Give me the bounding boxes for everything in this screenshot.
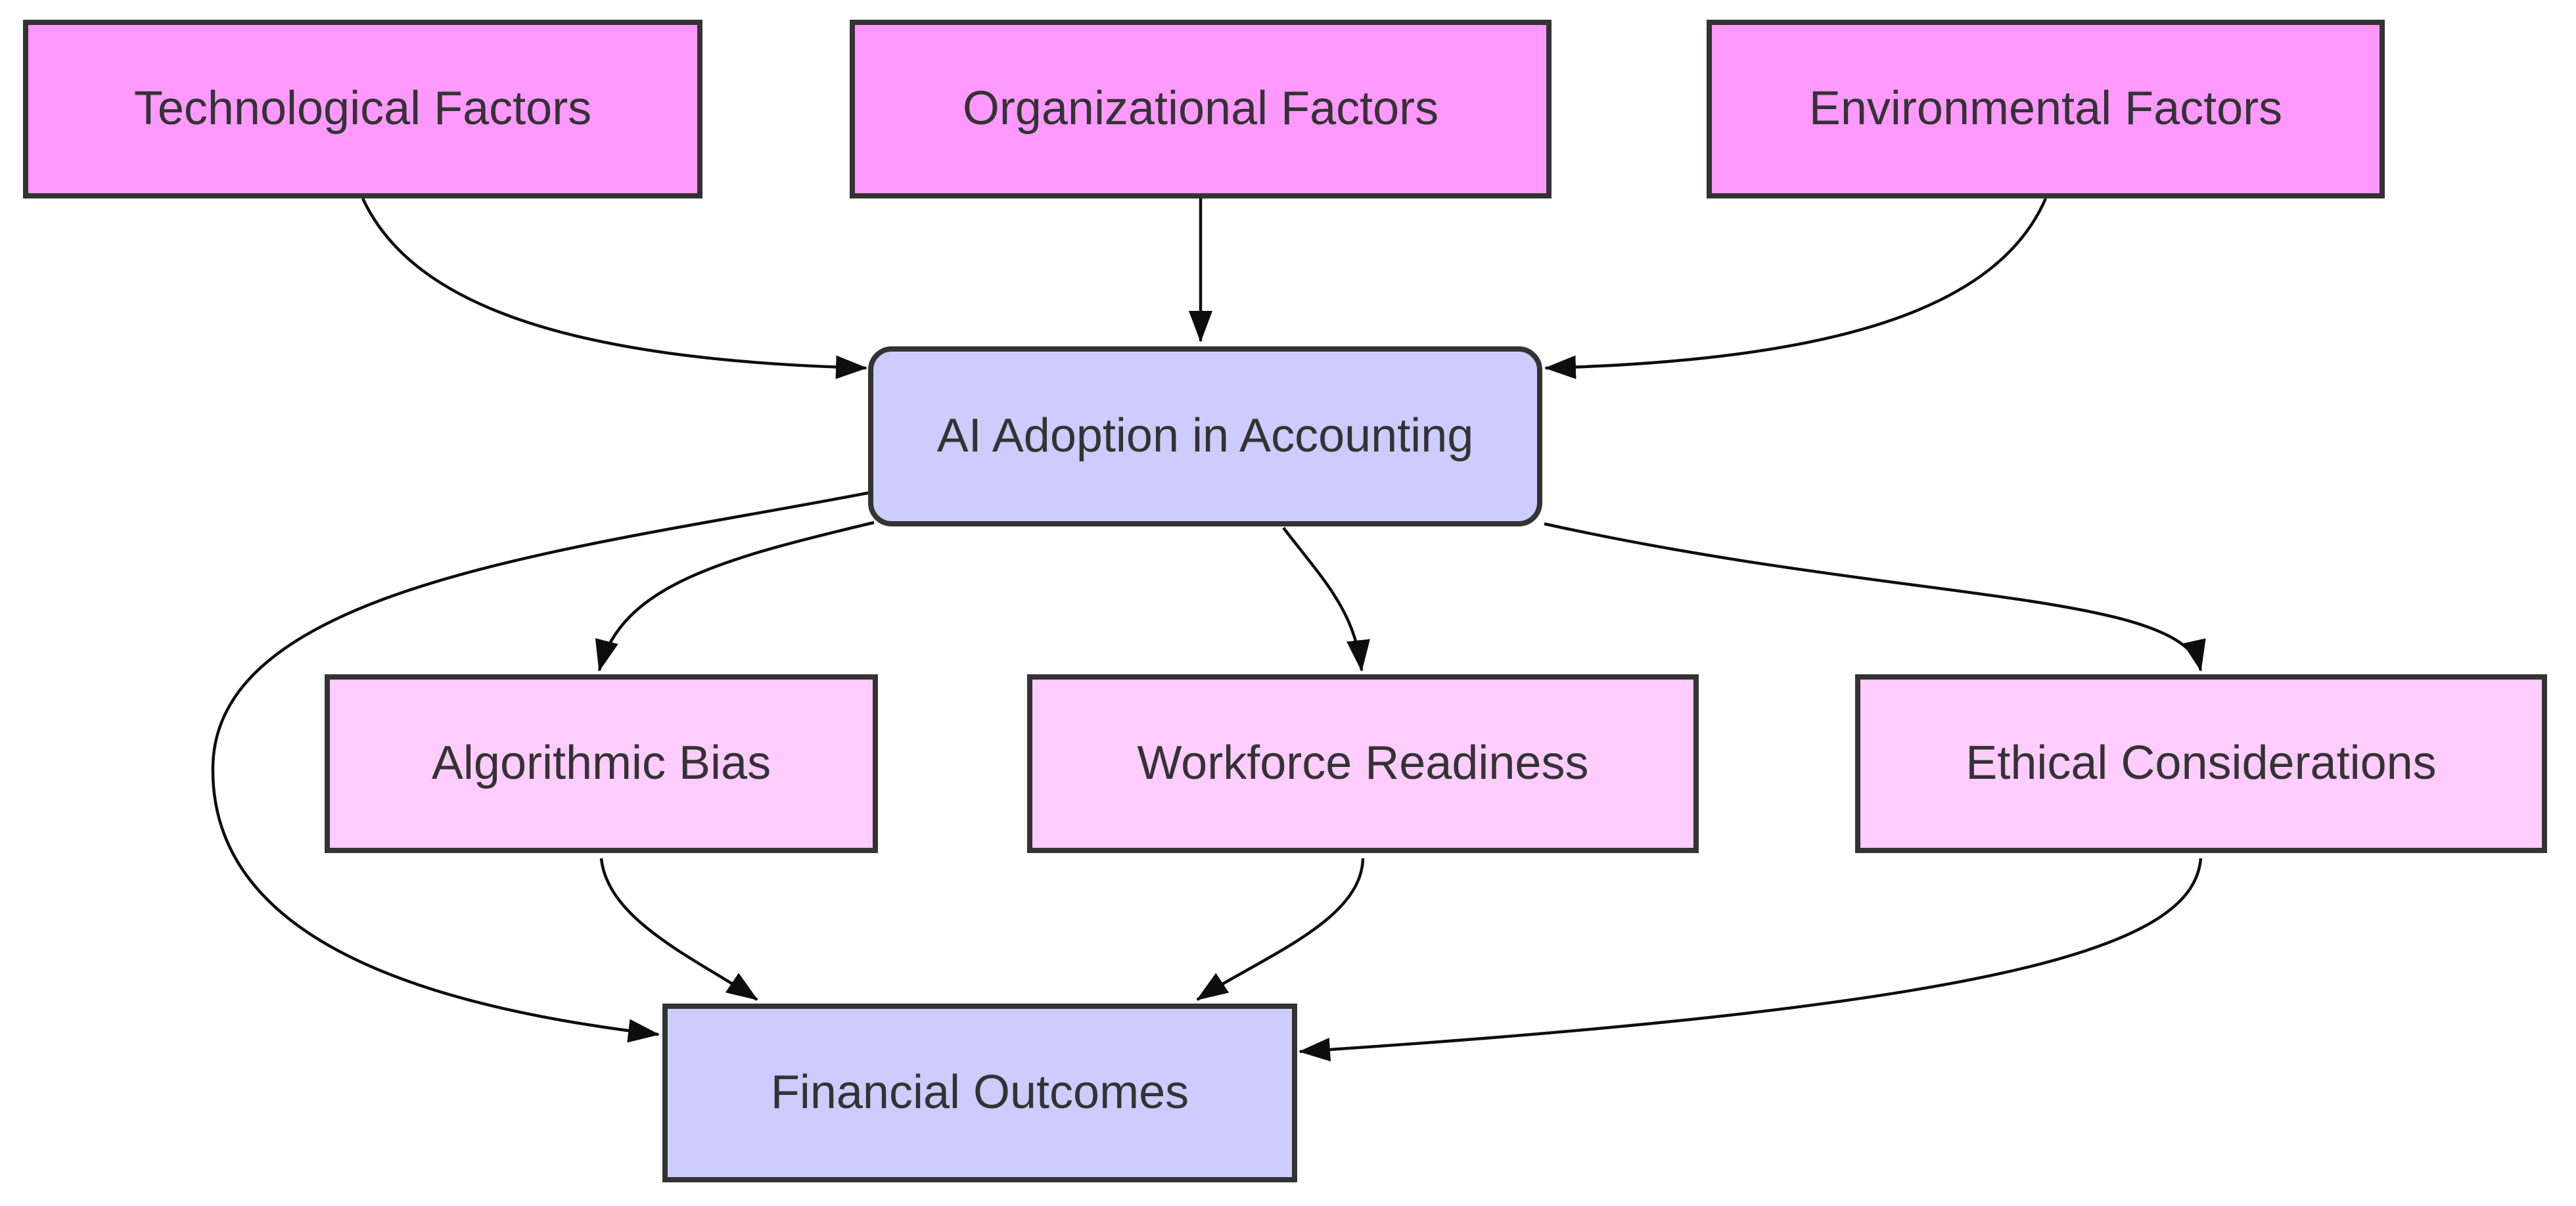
node-environmental-factors: Environmental Factors xyxy=(1707,20,2385,198)
node-label: Environmental Factors xyxy=(1808,82,2283,135)
edge-tech-ai xyxy=(361,198,867,379)
node-label: Workforce Readiness xyxy=(1137,737,1589,790)
node-ethical-considerations: Ethical Considerations xyxy=(1855,674,2547,853)
edge-ai-ethical xyxy=(1544,522,2206,672)
node-label: Algorithmic Bias xyxy=(431,737,771,790)
edge-ai-financial xyxy=(211,491,869,1043)
node-label: Ethical Considerations xyxy=(1966,737,2437,790)
node-financial-outcomes: Financial Outcomes xyxy=(662,1004,1297,1182)
edge-ai-workforce xyxy=(1282,526,1370,672)
node-label: Financial Outcomes xyxy=(770,1066,1189,1119)
node-label: Technological Factors xyxy=(133,82,592,135)
node-label: AI Adoption in Accounting xyxy=(936,409,1474,463)
edge-group xyxy=(211,198,2206,1061)
edge-bias-financial xyxy=(599,858,758,1001)
node-technological-factors: Technological Factors xyxy=(23,20,702,198)
edge-env-ai xyxy=(1544,198,2048,379)
edge-workforce-financial xyxy=(1196,858,1365,1001)
edge-ai-bias xyxy=(595,521,875,672)
node-algorithmic-bias: Algorithmic Bias xyxy=(325,674,878,853)
node-organizational-factors: Organizational Factors xyxy=(850,20,1552,198)
node-label: Organizational Factors xyxy=(962,82,1439,135)
edge-ethical-financial xyxy=(1299,858,2203,1061)
node-ai-adoption-in-accounting: AI Adoption in Accounting xyxy=(868,346,1542,526)
node-workforce-readiness: Workforce Readiness xyxy=(1027,674,1699,853)
